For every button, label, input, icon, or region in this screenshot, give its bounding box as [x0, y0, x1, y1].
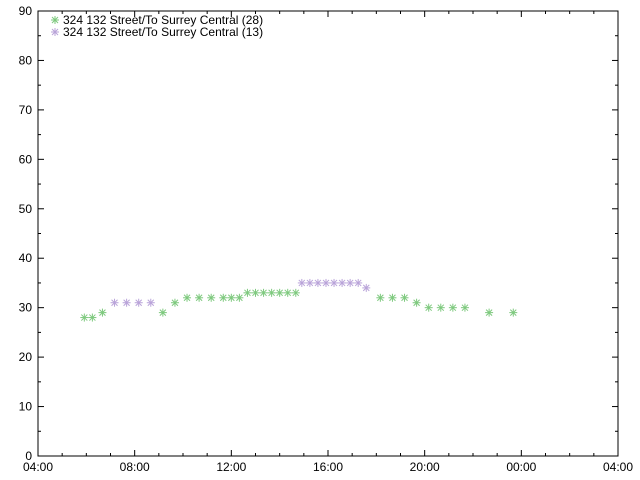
data-point-series-1	[436, 303, 445, 312]
legend: 324 132 Street/To Surrey Central (28)324…	[51, 13, 263, 39]
x-tick-label: 20:00	[410, 460, 440, 474]
y-tick-label: 50	[19, 202, 33, 216]
data-point-series-1	[424, 303, 433, 312]
x-tick-label: 16:00	[313, 460, 343, 474]
plot-frame	[37, 10, 619, 457]
legend-marker-1	[51, 16, 59, 24]
data-point-series-1	[207, 293, 216, 302]
data-point-series-1	[243, 288, 252, 297]
data-point-series-1	[98, 308, 107, 317]
x-axis: 04:00 08:00 12:00 16:00 20:00 00:00 04:00	[23, 11, 633, 474]
y-tick-label: 70	[19, 103, 33, 117]
y-tick-label: 90	[19, 4, 33, 18]
data-point-series-2	[146, 298, 155, 307]
data-point-series-1	[183, 293, 192, 302]
data-point-series-1	[448, 303, 457, 312]
data-point-series-1	[509, 308, 518, 317]
data-point-series-1	[460, 303, 469, 312]
legend-label-2: 324 132 Street/To Surrey Central (13)	[63, 25, 263, 39]
data-point-series-2	[321, 278, 330, 287]
y-axis: 0 10 20 30 40 50 60 70 80 90	[19, 4, 618, 463]
x-tick-label: 12:00	[216, 460, 246, 474]
data-point-series-1	[412, 298, 421, 307]
data-point-series-1	[80, 313, 89, 322]
data-point-series-1	[170, 298, 179, 307]
y-tick-label: 30	[19, 301, 33, 315]
data-point-series-1	[291, 288, 300, 297]
data-point-series-1	[235, 293, 244, 302]
x-tick-label: 00:00	[506, 460, 536, 474]
y-tick-label: 10	[19, 400, 33, 414]
data-point-series-1	[267, 288, 276, 297]
data-point-series-2	[354, 278, 363, 287]
y-tick-label: 80	[19, 53, 33, 67]
data-point-series-2	[122, 298, 131, 307]
data-point-series-1	[485, 308, 494, 317]
data-point-series-2	[362, 283, 371, 292]
data-point-series-1	[158, 308, 167, 317]
data-point-series-1	[195, 293, 204, 302]
data-point-series-1	[227, 293, 236, 302]
data-point-series-2	[305, 278, 314, 287]
x-tick-label: 04:00	[603, 460, 633, 474]
data-point-series-2	[338, 278, 347, 287]
data-points	[80, 278, 518, 322]
data-point-series-2	[330, 278, 339, 287]
data-point-series-1	[275, 288, 284, 297]
data-point-series-1	[376, 293, 385, 302]
x-tick-label: 04:00	[23, 460, 53, 474]
legend-marker-2	[51, 28, 59, 36]
data-point-series-1	[251, 288, 260, 297]
data-point-series-1	[259, 288, 268, 297]
data-point-series-1	[219, 293, 228, 302]
x-tick-label: 08:00	[120, 460, 150, 474]
y-tick-label: 20	[19, 350, 33, 364]
legend-label-1: 324 132 Street/To Surrey Central (28)	[63, 13, 263, 27]
y-tick-label: 0	[25, 449, 32, 463]
data-point-series-1	[88, 313, 97, 322]
y-tick-label: 40	[19, 251, 33, 265]
data-point-series-2	[110, 298, 119, 307]
data-point-series-2	[313, 278, 322, 287]
data-point-series-2	[134, 298, 143, 307]
y-tick-label: 60	[19, 152, 33, 166]
data-point-series-1	[388, 293, 397, 302]
data-point-series-2	[346, 278, 355, 287]
data-point-series-2	[297, 278, 306, 287]
data-point-series-1	[400, 293, 409, 302]
data-point-series-1	[283, 288, 292, 297]
